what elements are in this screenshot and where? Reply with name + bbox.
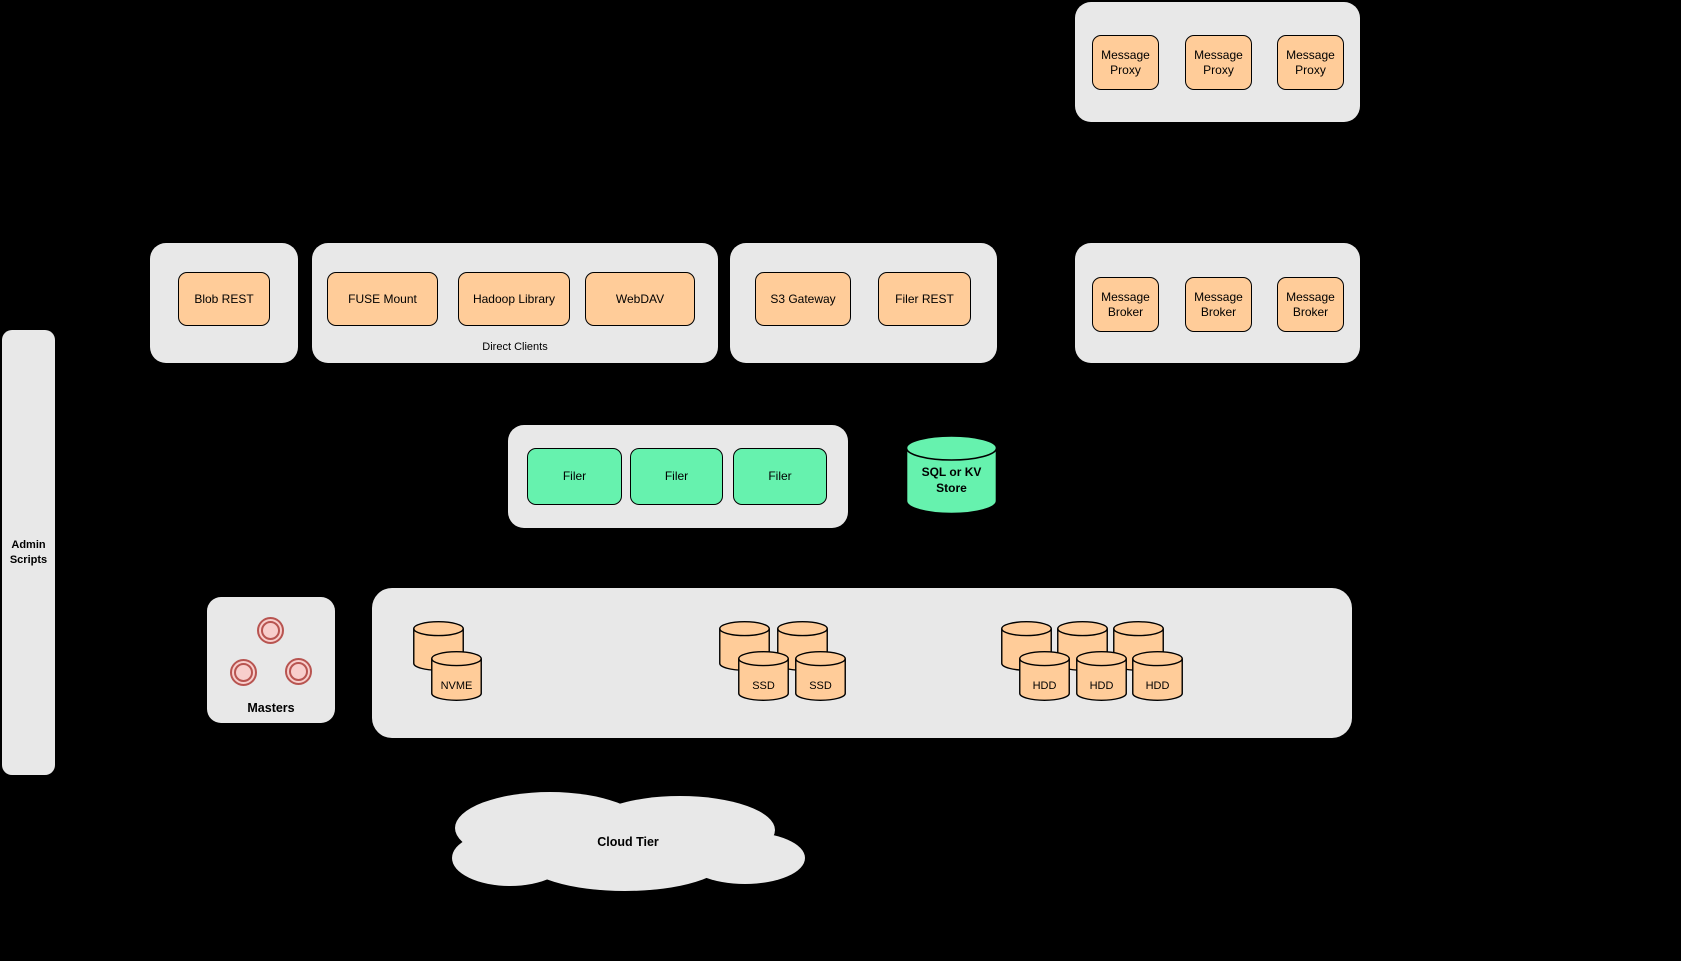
webdav-node: WebDAV xyxy=(585,272,695,326)
message-proxy-group: Message Proxy Message Proxy Message Prox… xyxy=(1075,2,1360,122)
filer-node: Filer xyxy=(733,448,827,505)
hdd-label: HDD xyxy=(1089,680,1114,693)
blob-rest-group: Blob REST xyxy=(150,243,298,363)
admin-scripts-bar: Admin Scripts xyxy=(2,330,55,775)
hdd-label: HDD xyxy=(1145,680,1170,693)
cylinder-shape xyxy=(1132,651,1183,701)
hdd-disk-front: HDD xyxy=(1131,650,1184,702)
message-broker-node: Message Broker xyxy=(1185,277,1252,332)
message-proxy-node: Message Proxy xyxy=(1185,35,1252,90)
hdd-disk-front: HDD xyxy=(1075,650,1128,702)
admin-scripts-label: Admin Scripts xyxy=(9,538,48,566)
message-broker-node: Message Broker xyxy=(1092,277,1159,332)
master-node xyxy=(285,658,312,685)
filer-node: Filer xyxy=(527,448,622,505)
masters-group: Masters xyxy=(207,597,335,723)
s3-gateway-node: S3 Gateway xyxy=(755,272,851,326)
nvme-disk-back xyxy=(412,620,465,672)
direct-clients-caption: Direct Clients xyxy=(482,341,548,353)
fuse-mount-node: FUSE Mount xyxy=(327,272,438,326)
gateway-group: S3 Gateway Filer REST xyxy=(730,243,997,363)
nvme-disk-front: NVME xyxy=(430,650,483,702)
masters-label: Masters xyxy=(247,701,295,715)
ssd-label: SSD xyxy=(809,680,832,693)
message-broker-group: Message Broker Message Broker Message Br… xyxy=(1075,243,1360,363)
filer-rest-node: Filer REST xyxy=(878,272,971,326)
cylinder-shape xyxy=(738,651,789,701)
cloud-tier: Cloud Tier xyxy=(450,788,806,895)
blob-rest-node: Blob REST xyxy=(178,272,270,326)
ssd-disk-front: SSD xyxy=(794,650,847,702)
cloud-tier-label: Cloud Tier xyxy=(597,835,659,850)
message-broker-node: Message Broker xyxy=(1277,277,1344,332)
volume-servers-group: NVME SSD SSD xyxy=(372,588,1352,738)
sql-kv-store-cylinder: SQL or KV Store xyxy=(905,435,998,515)
hadoop-library-node: Hadoop Library xyxy=(458,272,570,326)
ssd-label: SSD xyxy=(752,680,775,693)
message-proxy-node: Message Proxy xyxy=(1277,35,1344,90)
cylinder-shape xyxy=(431,651,482,701)
filer-node: Filer xyxy=(630,448,723,505)
cylinder-shape xyxy=(1076,651,1127,701)
cylinder-shape xyxy=(795,651,846,701)
master-node xyxy=(257,617,284,644)
hdd-disk-front: HDD xyxy=(1018,650,1071,702)
cylinder-shape xyxy=(1019,651,1070,701)
filer-group: Filer Filer Filer xyxy=(508,425,848,528)
hdd-label: HDD xyxy=(1032,680,1057,693)
cylinder-shape xyxy=(413,621,464,671)
master-node xyxy=(230,659,257,686)
cloud-shape xyxy=(452,792,805,891)
direct-clients-group: FUSE Mount Hadoop Library WebDAV Direct … xyxy=(312,243,718,363)
cylinder-shape xyxy=(905,435,998,515)
nvme-label: NVME xyxy=(440,680,473,693)
ssd-disk-front: SSD xyxy=(737,650,790,702)
message-proxy-node: Message Proxy xyxy=(1092,35,1159,90)
sql-kv-store-label: SQL or KV Store xyxy=(921,465,982,495)
